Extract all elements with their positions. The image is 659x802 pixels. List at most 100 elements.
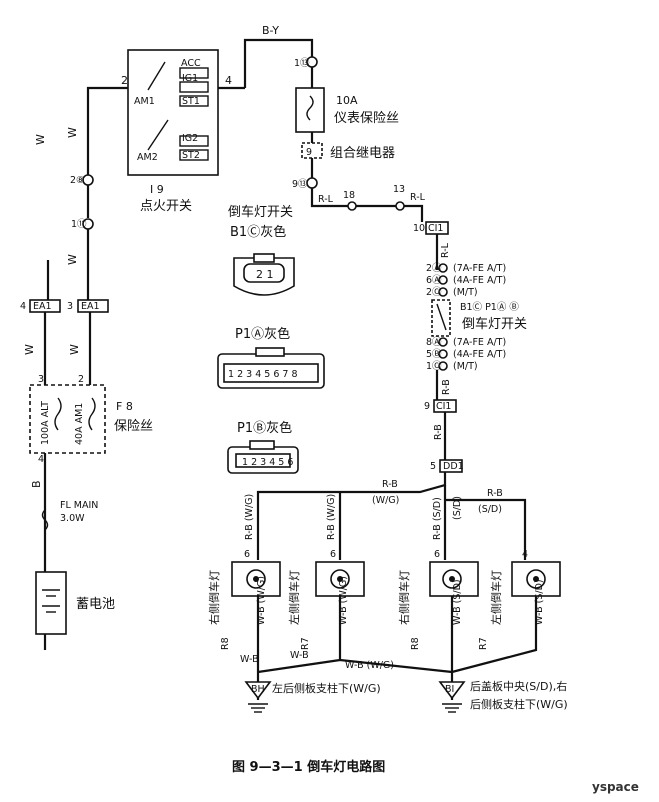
lamp-r7 bbox=[315, 561, 365, 597]
fuse-am1-symbol bbox=[88, 397, 96, 431]
lamp-r-pin: 4 bbox=[522, 549, 528, 560]
connector-3ea1 bbox=[77, 299, 109, 313]
label-ground-1: W-B (W/G) bbox=[256, 576, 267, 625]
ignition-pin-acc: ACC bbox=[181, 58, 201, 69]
lamp-r8-left-code: R8 bbox=[220, 637, 231, 650]
fuse-alt: 100A ALT bbox=[40, 401, 51, 445]
connector-9ci1-pin: 9 bbox=[424, 401, 430, 412]
connector-9b bbox=[306, 177, 318, 189]
lamp-r8-left-name: 右侧倒车灯 bbox=[207, 570, 221, 625]
ground-bh-desc: 左后侧板支柱下(W/G) bbox=[272, 681, 381, 695]
connector-5dd1-label: DD1 bbox=[443, 461, 464, 472]
ignition-terminal-2: 2 bbox=[121, 74, 128, 87]
lamp-r8-right-name: 右侧倒车灯 bbox=[397, 570, 411, 625]
lamp-r8-right-pin: 6 bbox=[434, 549, 440, 560]
connector-13-label: 13 bbox=[393, 184, 405, 195]
lamp-r7-pin: 6 bbox=[330, 549, 336, 560]
connector-3ea1-pin: 3 bbox=[67, 301, 73, 312]
battery-name: 蓄电池 bbox=[76, 597, 115, 612]
connector-p1b-shape bbox=[227, 440, 299, 474]
label-gnd-wb-3: W-B (W/G) bbox=[345, 660, 394, 671]
wire-r-l bbox=[310, 188, 424, 222]
label-ground-4: W-B (S/D) bbox=[534, 579, 545, 625]
ignition-pin-st2: ST2 bbox=[182, 150, 200, 161]
bls-pin-2b: 2Ⓒ bbox=[426, 287, 442, 298]
connector-13 bbox=[395, 201, 405, 211]
lamp-r8-left-pin: 6 bbox=[244, 549, 250, 560]
lamp-r-name: 左侧倒车灯 bbox=[489, 570, 503, 625]
connector-group-title: 倒车灯开关 bbox=[228, 204, 293, 220]
label-drop-2: R-B (W/G) bbox=[326, 494, 337, 540]
ignition-terminal-4: 4 bbox=[225, 74, 232, 87]
battery-symbol bbox=[42, 589, 60, 613]
lamp-r8-left bbox=[231, 561, 281, 597]
wire-b-y bbox=[243, 38, 314, 88]
fl-main-rating: 3.0W bbox=[60, 513, 85, 524]
fl-fuse-box bbox=[29, 384, 106, 454]
bls-pin-8-note: (7A-FE A/T) bbox=[453, 337, 506, 348]
ignition-switch-name: 点火开关 bbox=[140, 199, 192, 214]
connector-9ci1-label: CI1 bbox=[436, 401, 451, 412]
fuse-box-pin-3: 3 bbox=[38, 374, 44, 385]
label-wire-w-1: W bbox=[66, 127, 79, 138]
label-wire-r-l-2: R-L bbox=[410, 192, 426, 203]
lamp-r7-name: 左侧倒车灯 bbox=[287, 570, 301, 625]
label-gnd-wb-2: W-B bbox=[290, 650, 309, 661]
connector-p1a-title: P1Ⓐ灰色 bbox=[235, 326, 290, 342]
connector-b1c-shape bbox=[233, 253, 295, 296]
bls-pin-2: 2Ⓐ bbox=[426, 263, 442, 274]
label-wire-b-y: B-Y bbox=[262, 24, 279, 37]
bls-pin-6-note: (4A-FE A/T) bbox=[453, 275, 506, 286]
bls-pin-8: 8Ⓐ bbox=[426, 337, 442, 348]
connector-p1a-pins: 1 2 3 4 5 6 7 8 bbox=[228, 369, 298, 380]
bls-pin-6: 6Ⓐ bbox=[426, 275, 442, 286]
fuse-box-name: 保险丝 bbox=[114, 419, 153, 434]
connector-18-label: 18 bbox=[343, 190, 355, 201]
gauge-fuse-rating: 10A bbox=[336, 94, 358, 107]
fl-main-label: FL MAIN bbox=[60, 500, 98, 511]
ignition-pin-am2: AM2 bbox=[137, 152, 158, 163]
connector-10ci1-label: CI1 bbox=[428, 223, 443, 234]
label-wire-r-b-1: R-B bbox=[441, 379, 452, 395]
label-ground-3: W-B (S/D) bbox=[452, 579, 463, 625]
connector-9b-label: 9⑬ bbox=[292, 179, 308, 190]
fusible-link-symbol bbox=[41, 509, 49, 531]
gauge-fuse-name: 仪表保险丝 bbox=[334, 111, 399, 126]
label-wire-w-2: W bbox=[34, 134, 47, 145]
fuse-box-pin-4: 4 bbox=[38, 454, 44, 465]
ground-bi-desc-1: 后盖板中央(S/D),右 bbox=[470, 679, 567, 693]
connector-b1c-title: B1Ⓒ灰色 bbox=[230, 224, 286, 240]
wire-r-b-bus-left bbox=[256, 472, 447, 560]
watermark: yspace bbox=[592, 780, 639, 794]
bls-pin-5-note: (4A-FE A/T) bbox=[453, 349, 506, 360]
backup-light-switch-lever bbox=[436, 303, 447, 331]
bls-pin-2b-note: (M/T) bbox=[453, 287, 478, 298]
connector-p1b-pins: 1 2 3 4 5 6 bbox=[242, 457, 293, 468]
ground-bi-code: BI bbox=[445, 684, 454, 695]
connector-3ea1-label: EA1 bbox=[81, 301, 100, 312]
wire-r-b-drop-r bbox=[445, 498, 527, 560]
label-bus-r-b: R-B bbox=[382, 479, 398, 490]
integration-relay-pin: 9 bbox=[306, 147, 312, 158]
label-bus-w-g: (W/G) bbox=[372, 495, 399, 506]
label-wire-w-4: W bbox=[23, 344, 36, 355]
ground-point-bh bbox=[244, 672, 272, 713]
bls-name: 倒车灯开关 bbox=[462, 316, 527, 332]
fuse-am1: 40A AM1 bbox=[74, 403, 85, 445]
ignition-pin-ig1: IG1 bbox=[182, 73, 198, 84]
gauge-fuse-box bbox=[295, 87, 325, 133]
ignition-switch-code: I 9 bbox=[150, 183, 164, 196]
ignition-switch-contacts bbox=[147, 61, 209, 161]
connector-4ea1-label: EA1 bbox=[33, 301, 52, 312]
label-wire-w-3: W bbox=[66, 254, 79, 265]
ignition-pin-st1: ST1 bbox=[182, 96, 200, 107]
connector-b1c-pins: 2 1 bbox=[256, 268, 274, 281]
fuse-alt-symbol bbox=[54, 397, 62, 431]
connector-18 bbox=[347, 201, 357, 211]
label-wire-w-5: W bbox=[68, 344, 81, 355]
ignition-pin-am1: AM1 bbox=[134, 96, 155, 107]
lamp-r-code: R7 bbox=[478, 637, 489, 650]
label-drop-3: R-B (S/D) bbox=[432, 497, 443, 540]
